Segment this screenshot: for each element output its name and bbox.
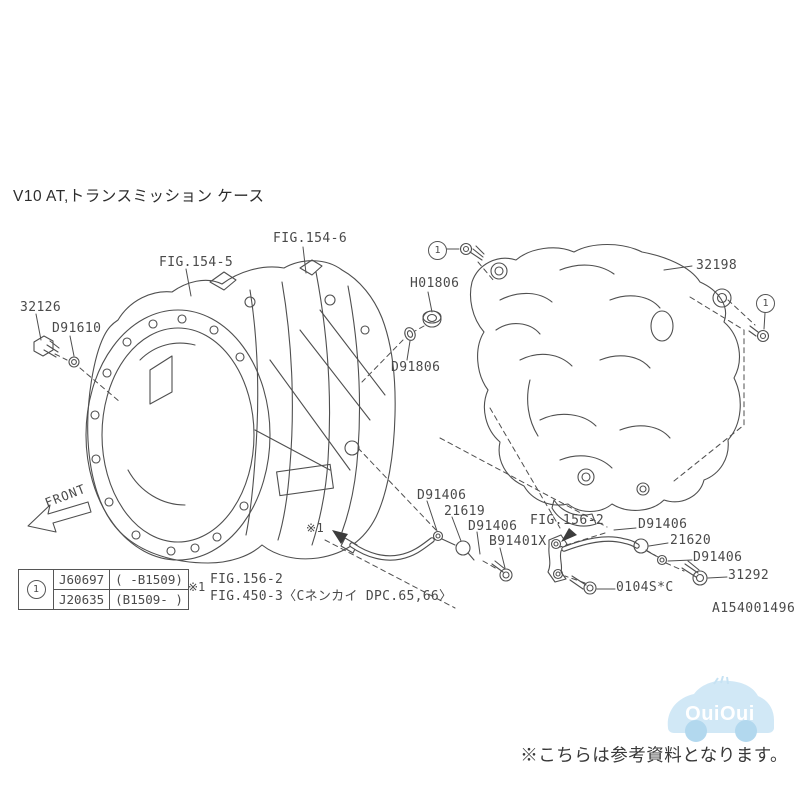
part-label-fig154-6: FIG.154-6	[273, 231, 348, 246]
oil-pipe-right	[547, 534, 668, 583]
car-watermark-icon	[667, 675, 774, 742]
applicability-table: 1 J60697 ( -B1509) J20635 (B1509- )	[18, 569, 189, 610]
part-label-fig154-5: FIG.154-5	[159, 255, 234, 270]
ref1-arrow-icon	[332, 530, 348, 544]
part-label-21619: 21619	[444, 504, 486, 519]
page-title: V10 AT,トランスミッション ケース	[13, 188, 265, 205]
part-label-d91406-b: D91406	[468, 519, 518, 534]
callout-1-table: 1	[26, 580, 46, 599]
ref1-marker: ※1	[306, 521, 325, 535]
part-label-32126: 32126	[20, 300, 62, 315]
part-label-32198: 32198	[696, 258, 738, 273]
table-callout-cell: 1	[18, 569, 54, 610]
part-label-d91406-c: D91406	[638, 517, 688, 532]
applicability-cell: (B1509- )	[109, 589, 189, 610]
callout-1-right: 1	[756, 294, 775, 313]
table-row: J20635 (B1509- )	[19, 589, 189, 610]
note-line-2: FIG.450-3〈Cネンカイ DPC.65,66〉	[210, 589, 453, 604]
bolt-callout1-top-icon	[459, 242, 485, 261]
side-cover-outline	[469, 244, 741, 527]
bolt-callout1-right-icon	[748, 325, 770, 343]
part-label-h01806: H01806	[410, 276, 460, 291]
note-line-1: FIG.156-2	[210, 572, 284, 587]
plug-h01806-icon	[422, 310, 442, 328]
fig156-arrow-icon	[561, 528, 577, 542]
part-label-d91806: D91806	[391, 360, 441, 375]
dashed-assembly-lines	[54, 261, 756, 609]
part-label-31292: 31292	[728, 568, 770, 583]
part-no-cell: J20635	[52, 589, 111, 610]
transmission-case-outline	[85, 259, 396, 564]
bolt-31292-icon	[681, 560, 708, 586]
bolt-32126-icon	[33, 335, 60, 358]
bolt-0104sc-icon	[569, 575, 597, 595]
part-label-d91610: D91610	[52, 321, 102, 336]
part-label-fig156-2: FIG.156-2	[530, 513, 605, 528]
bolt-b91401x-icon	[491, 560, 513, 582]
watermark-logo: OuiOui	[658, 675, 782, 746]
part-label-d91406-d: D91406	[693, 550, 743, 565]
gasket-d91806-icon	[404, 327, 416, 341]
document-number: A154001496	[712, 601, 796, 616]
washer-d91610-icon	[68, 356, 80, 368]
part-no-cell: J60697	[52, 569, 111, 590]
front-arrow-icon	[27, 501, 92, 533]
table-row: 1 J60697 ( -B1509)	[18, 569, 189, 610]
reference-footnote: ※こちらは参考資料となります。	[520, 745, 788, 765]
callout-1-top: 1	[428, 241, 447, 260]
oil-pipe-left	[340, 530, 475, 561]
note-marker: ※1	[188, 580, 206, 594]
applicability-cell: ( -B1509)	[109, 569, 189, 590]
part-label-21620: 21620	[670, 533, 712, 548]
part-label-d91406-a: D91406	[417, 488, 467, 503]
leader-lines	[35, 246, 766, 590]
part-label-b91401x: B91401X	[489, 534, 547, 549]
part-label-0104sc: 0104S*C	[616, 580, 674, 595]
watermark-text: OuiOui	[685, 703, 755, 725]
